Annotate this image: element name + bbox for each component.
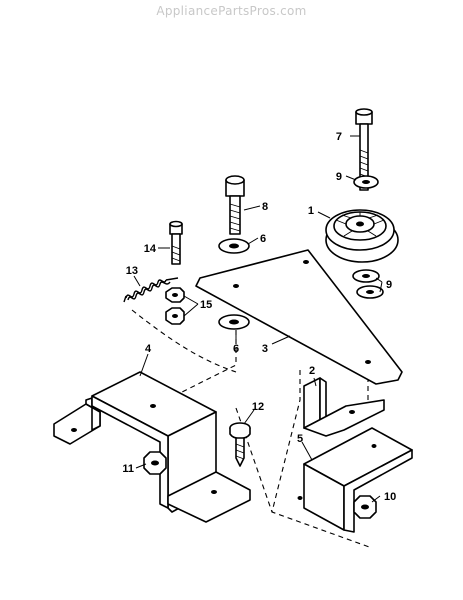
part-11-nut xyxy=(143,451,167,475)
callout-label-13: 13 xyxy=(126,265,138,277)
callout-labels: 7 9 8 1 6 14 13 9 15 6 3 4 2 12 5 11 10 xyxy=(122,131,396,503)
part-12-screw xyxy=(229,422,251,467)
callout-label-9-bottom: 9 xyxy=(386,279,392,291)
callout-label-4: 4 xyxy=(145,343,152,355)
watermark-text: AppliancePartsPros.com xyxy=(156,4,307,18)
part-8-bolt xyxy=(225,175,245,235)
part-3-bracket-plate xyxy=(195,249,403,385)
part-15-nut-lower xyxy=(165,307,185,325)
callout-label-14: 14 xyxy=(144,243,157,255)
callout-label-1: 1 xyxy=(308,205,314,217)
callout-label-15: 15 xyxy=(200,299,212,311)
part-7-bolt xyxy=(355,108,373,191)
callout-label-6-bottom: 6 xyxy=(233,343,239,355)
part-6-washer-bottom xyxy=(218,314,250,330)
callout-label-12: 12 xyxy=(252,401,264,413)
callout-label-5: 5 xyxy=(297,433,303,445)
part-2-angle-bracket xyxy=(303,377,385,437)
part-1-idler-pulley xyxy=(325,209,399,263)
callout-label-8: 8 xyxy=(262,201,268,213)
callout-label-11: 11 xyxy=(122,463,134,475)
part-10-nut xyxy=(353,495,377,519)
part-14-small-bolt xyxy=(169,220,183,265)
callout-label-2: 2 xyxy=(309,365,315,377)
part-6-washer-top xyxy=(218,238,250,254)
part-15-nut-upper xyxy=(165,287,185,303)
callout-leader-lines xyxy=(133,135,383,503)
callout-label-6-top: 6 xyxy=(260,233,266,245)
part-5-mounting-bracket xyxy=(297,427,413,533)
part-9-washer-top xyxy=(353,175,379,189)
callout-label-10: 10 xyxy=(384,491,396,503)
part-13-spring xyxy=(123,277,179,303)
callout-label-3: 3 xyxy=(262,343,268,355)
part-4-hat-bracket xyxy=(53,371,251,523)
part-9-washers-bottom xyxy=(352,269,384,299)
callout-label-7: 7 xyxy=(336,131,342,143)
callout-label-9-top: 9 xyxy=(336,171,342,183)
